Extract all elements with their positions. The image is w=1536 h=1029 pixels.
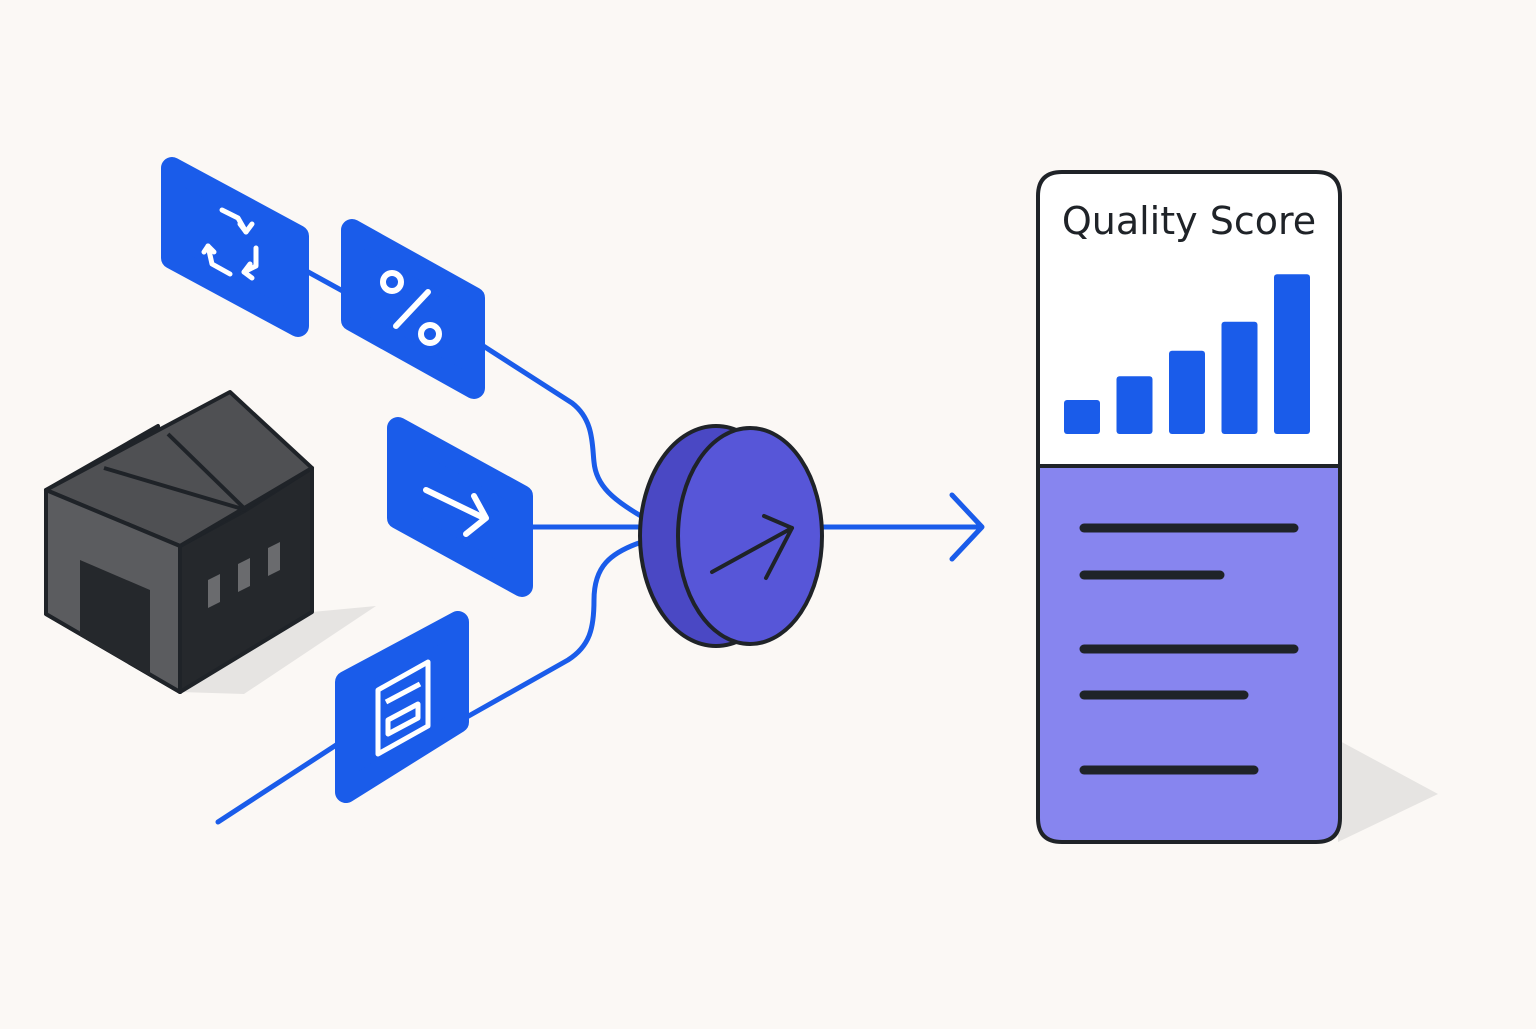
percent-tile — [341, 219, 485, 399]
score-card-shadow — [1338, 740, 1438, 842]
arrow-right-icon — [423, 487, 489, 537]
arrow-head-icon — [949, 492, 985, 562]
warehouse-window-2 — [238, 558, 250, 592]
connector-document-to-hub — [215, 733, 353, 825]
quality-bar-3 — [1169, 350, 1205, 434]
quality-bar-4 — [1221, 321, 1258, 434]
hub-face — [676, 426, 824, 646]
recycle-tile — [161, 157, 309, 337]
connector-document-out — [455, 537, 651, 725]
warehouse-door — [80, 560, 150, 676]
document-tile — [335, 611, 469, 803]
score-card-body — [1036, 464, 1342, 844]
score-card: Quality Score — [1036, 170, 1438, 844]
hub-arrow-icon — [710, 514, 794, 580]
warehouse-icon — [44, 390, 376, 694]
percent-icon — [380, 270, 442, 346]
score-card-lines — [1079, 523, 1299, 775]
warehouse-window-3 — [268, 542, 280, 576]
warehouse-shadow — [180, 606, 376, 694]
warehouse-window-1 — [208, 574, 220, 608]
quality-bar-1 — [1064, 400, 1100, 434]
score-card-header — [1036, 170, 1342, 468]
arrow-tile — [387, 417, 533, 597]
connector-percent-to-hub — [471, 337, 651, 523]
roof-ridge-2 — [166, 432, 248, 512]
score-card-title: Quality Score — [1062, 199, 1316, 243]
quality-bar-2 — [1116, 376, 1153, 434]
roof-ridge-1 — [103, 466, 247, 512]
connector-lines — [215, 259, 985, 825]
quality-bars — [1064, 274, 1310, 434]
recycle-icon — [201, 207, 259, 281]
document-icon — [375, 659, 431, 757]
quality-bar-5 — [1274, 274, 1310, 434]
hub-node — [638, 424, 824, 648]
